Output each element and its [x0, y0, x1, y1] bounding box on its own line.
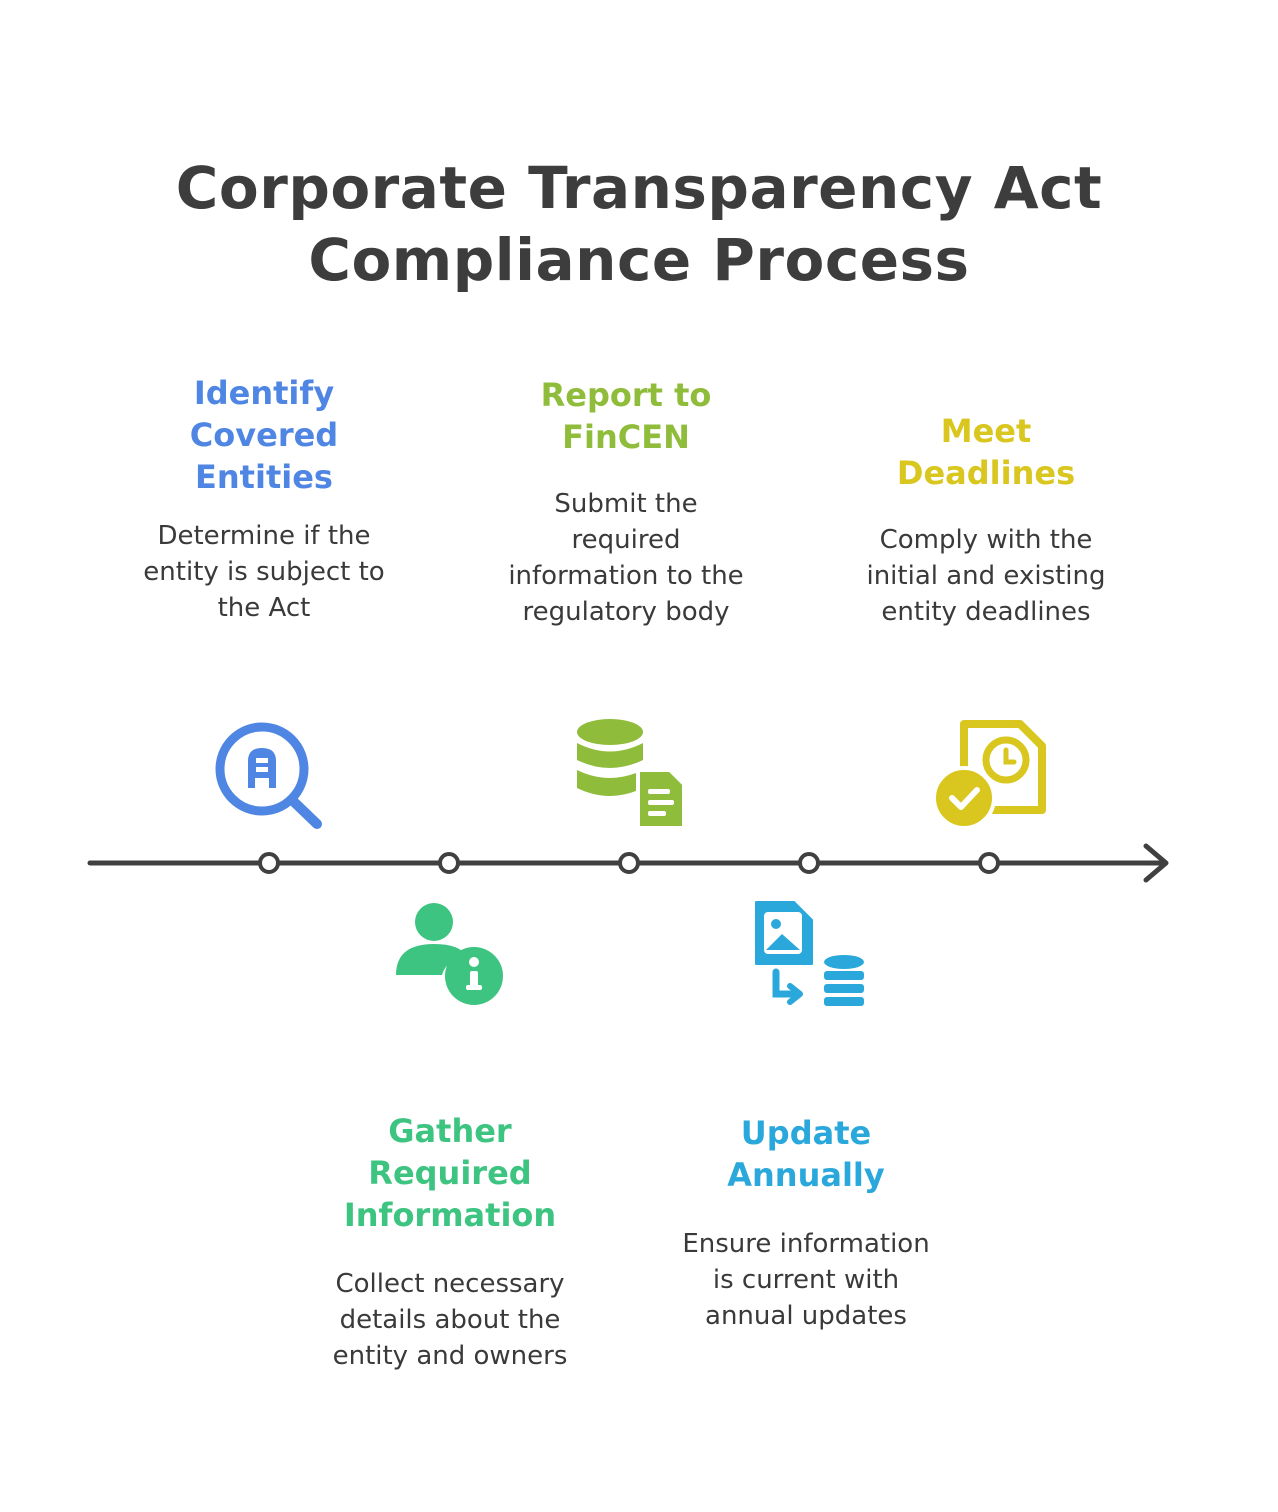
page-title: Corporate Transparency Act Compliance Pr…: [0, 152, 1278, 296]
timeline-arrowhead: [1143, 843, 1169, 883]
timeline-node: [798, 852, 820, 874]
image-to-database-icon: [755, 901, 864, 1006]
step-deadlines: Meet Deadlines Comply with the initial a…: [836, 410, 1136, 630]
timeline-node: [978, 852, 1000, 874]
step-update: Update Annually Ensure information is cu…: [656, 1112, 956, 1334]
step-description: Ensure information is current with annua…: [682, 1229, 930, 1331]
user-info-icon: [396, 903, 503, 1005]
title-line-2: Compliance Process: [308, 226, 970, 294]
timeline-node: [438, 852, 460, 874]
step-title: Report to FinCEN: [540, 376, 712, 456]
timeline-node: [618, 852, 640, 874]
step-description: Collect necessary details about the enti…: [332, 1269, 568, 1371]
title-line-1: Corporate Transparency Act: [175, 154, 1103, 222]
step-description: Comply with the initial and existing ent…: [866, 525, 1106, 627]
search-building-icon: [215, 722, 322, 829]
step-title: Identify Covered Entities: [189, 374, 339, 496]
database-document-icon: [577, 719, 686, 830]
step-title: Update Annually: [727, 1114, 885, 1194]
step-description: Determine if the entity is subject to th…: [143, 521, 385, 623]
document-clock-check-icon: [932, 720, 1046, 830]
step-title: Gather Required Information: [343, 1112, 557, 1234]
step-gather: Gather Required Information Collect nece…: [290, 1110, 610, 1374]
step-description: Submit the required information to the r…: [508, 489, 744, 627]
timeline-node: [258, 852, 280, 874]
step-report: Report to FinCEN Submit the required inf…: [476, 374, 776, 630]
step-identify: Identify Covered Entities Determine if t…: [114, 372, 414, 626]
step-title: Meet Deadlines: [896, 412, 1076, 492]
